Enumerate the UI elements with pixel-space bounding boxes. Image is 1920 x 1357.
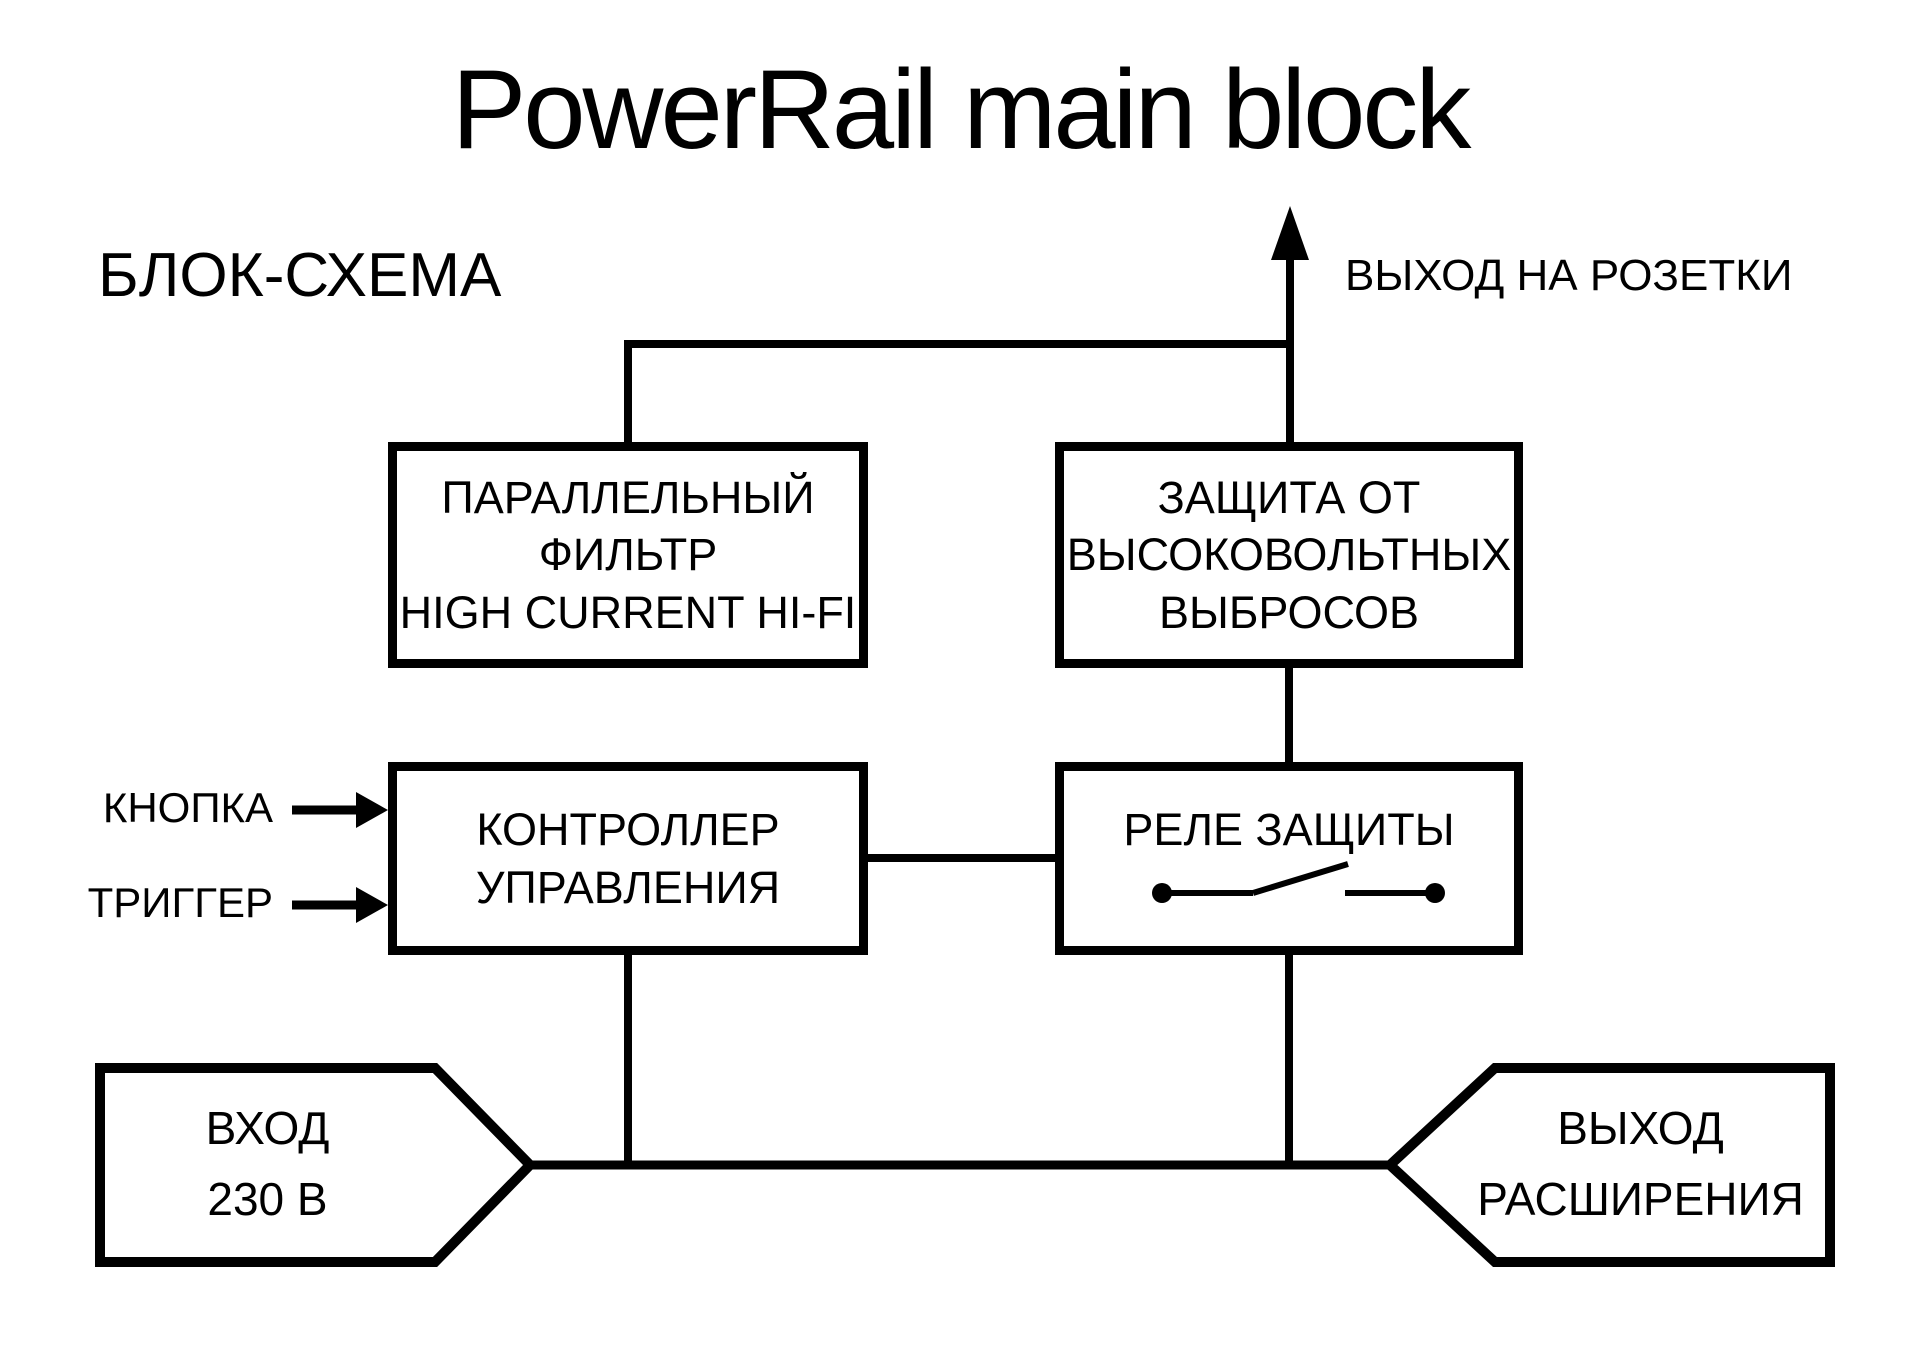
diagram-subtitle: БЛОК-СХЕМА xyxy=(98,241,502,310)
up-arrow-icon xyxy=(1271,206,1309,260)
block-parallel-filter-line2: ФИЛЬТР xyxy=(538,529,718,581)
mains-input-terminal-label: ВХОД 230 В xyxy=(100,1093,435,1236)
mains-input-line1: ВХОД xyxy=(205,1102,330,1154)
right-arrow-icon xyxy=(356,792,388,828)
block-controller: КОНТРОЛЛЕР УПРАВЛЕНИЯ xyxy=(388,762,868,955)
block-protection-relay-label: РЕЛЕ ЗАЩИТЫ xyxy=(1123,804,1455,855)
block-parallel-filter: ПАРАЛЛЕЛЬНЫЙ ФИЛЬТР HIGH CURRENT HI-FI xyxy=(388,442,868,668)
block-parallel-filter-line3: HIGH CURRENT HI-FI xyxy=(399,586,857,638)
block-controller-line1: КОНТРОЛЛЕР xyxy=(476,804,780,856)
page-title: PowerRail main block xyxy=(451,47,1472,172)
block-surge-protection-line2: ВЫСОКОВОЛЬТНЫХ xyxy=(1066,529,1512,581)
expansion-output-terminal-shape xyxy=(1382,1063,1835,1267)
mains-input-line2: 230 В xyxy=(207,1173,328,1226)
expansion-output-terminal-label: ВЫХОД РАСШИРЕНИЯ xyxy=(1468,1093,1813,1236)
right-arrow-icon xyxy=(356,887,388,923)
block-protection-relay: РЕЛЕ ЗАЩИТЫ xyxy=(1055,762,1523,955)
expansion-output-line2: РАСШИРЕНИЯ xyxy=(1477,1173,1804,1226)
mains-input-terminal-shape xyxy=(95,1063,537,1267)
expansion-output-line1: ВЫХОД xyxy=(1557,1102,1724,1154)
block-surge-protection-line1: ЗАЩИТА ОТ xyxy=(1157,472,1421,524)
switch-blade xyxy=(1252,861,1349,896)
trigger-input-label: ТРИГГЕР xyxy=(87,879,273,926)
block-surge-protection: ЗАЩИТА ОТ ВЫСОКОВОЛЬТНЫХ ВЫБРОСОВ xyxy=(1055,442,1523,668)
wire-filter-to-output xyxy=(624,340,1290,442)
block-parallel-filter-line1: ПАРАЛЛЕЛЬНЫЙ xyxy=(441,472,815,524)
button-input-label: КНОПКА xyxy=(102,784,273,831)
block-surge-protection-line3: ВЫБРОСОВ xyxy=(1159,586,1419,638)
output-sockets-label: ВЫХОД НА РОЗЕТКИ xyxy=(1345,251,1793,300)
relay-switch-icon xyxy=(1152,861,1445,903)
block-controller-line2: УПРАВЛЕНИЯ xyxy=(475,861,781,913)
